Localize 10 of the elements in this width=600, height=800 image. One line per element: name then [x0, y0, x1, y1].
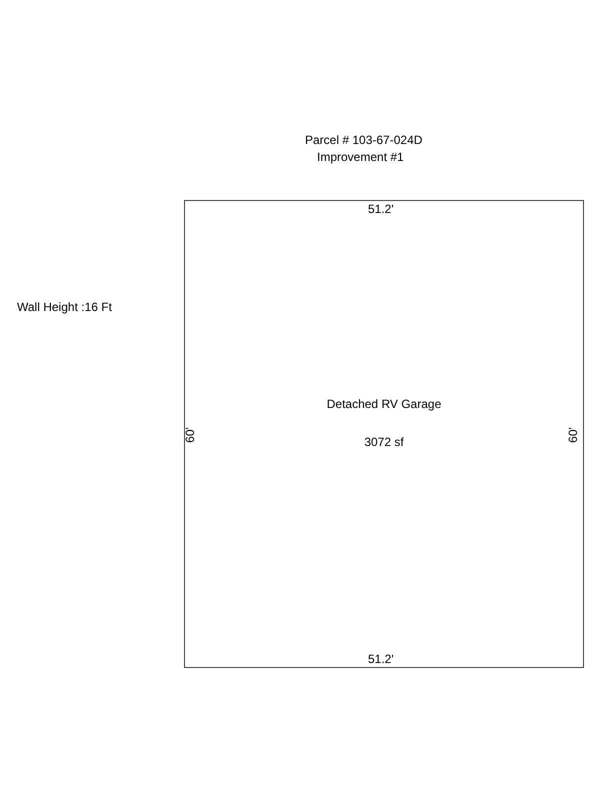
area-name: Detached RV Garage — [326, 396, 442, 413]
dimension-label: 51.2' — [368, 202, 394, 216]
building-outline — [184, 200, 584, 668]
subtitle: Improvement #1 — [317, 150, 404, 164]
title: Parcel # 103-67-024D — [305, 133, 422, 147]
dimension-label: 51.2' — [368, 652, 394, 666]
area-size: 3072 sf — [363, 434, 405, 451]
wall-height-note: Wall Height :16 Ft — [17, 300, 112, 314]
dimension-label: 60' — [566, 427, 580, 443]
dimension-label: 60' — [183, 427, 197, 443]
